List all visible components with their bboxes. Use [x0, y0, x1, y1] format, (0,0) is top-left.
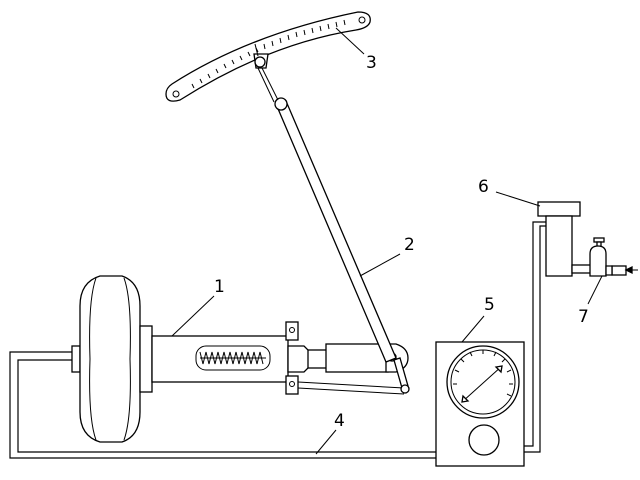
- scale-arc-3: [165, 11, 371, 103]
- pipe-4-outer: [9, 351, 436, 459]
- label-1: 1: [214, 277, 225, 297]
- label-5: 5: [484, 295, 495, 315]
- leader-4: [315, 429, 337, 455]
- valve-7: [589, 237, 638, 277]
- reservoir-6: [537, 201, 595, 277]
- leader-3: [335, 27, 365, 55]
- leader-1: [171, 295, 215, 337]
- leader-2: [359, 253, 401, 277]
- pipe-gauge-reservoir: [524, 225, 546, 453]
- pedal-lever-2: [274, 97, 410, 394]
- wheel-brake-drum: [71, 275, 153, 443]
- leader-5: [461, 315, 485, 343]
- leader-7: [587, 275, 603, 305]
- label-2: 2: [404, 235, 415, 255]
- gauge-needle: [461, 365, 503, 403]
- spring-dynamometer-1: [151, 321, 311, 395]
- label-3: 3: [366, 53, 377, 73]
- pipe-4-inner: [17, 359, 436, 453]
- pressure-gauge-5: [435, 341, 525, 467]
- gauge-ticks: [453, 350, 513, 397]
- label-6: 6: [478, 177, 489, 197]
- label-7: 7: [578, 307, 589, 327]
- leader-6: [495, 191, 541, 207]
- label-4: 4: [334, 411, 345, 431]
